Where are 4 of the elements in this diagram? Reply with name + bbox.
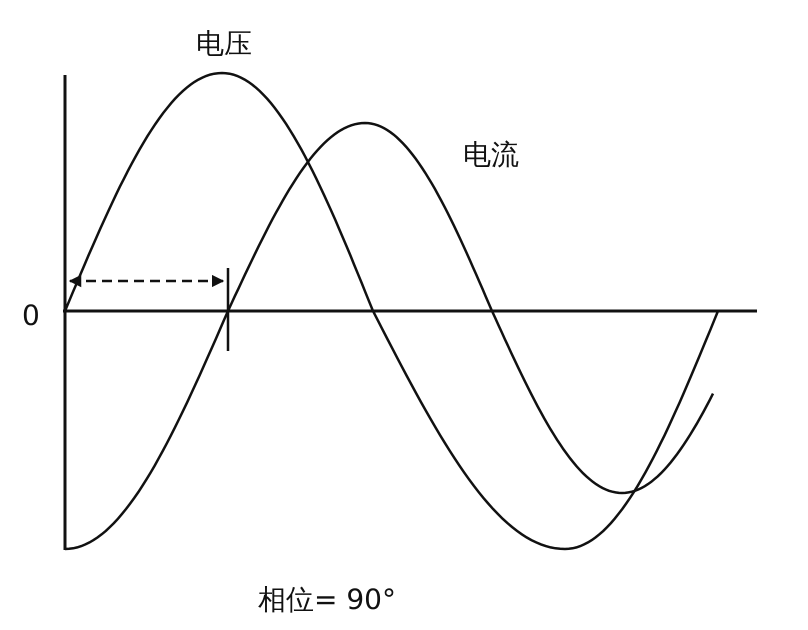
axis-label: 0: [22, 302, 40, 330]
phase-label: 相位= 90°: [258, 586, 396, 614]
curve-label: 电压: [196, 30, 252, 58]
curve-label: 电流: [463, 141, 519, 169]
